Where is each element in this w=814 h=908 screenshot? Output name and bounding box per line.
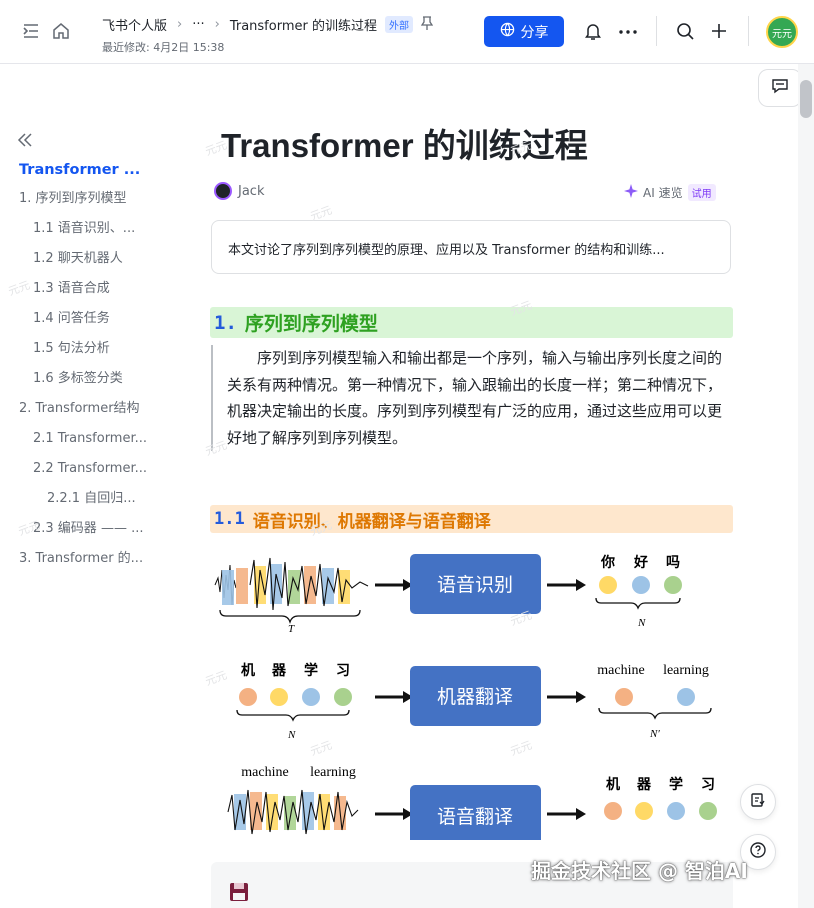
more-icon[interactable] [618,22,638,42]
heading-2-number: 1.1 [214,509,245,529]
heading-2-text: 语音识别、机器翻译与语音翻译 [252,511,491,531]
outline-item-1-1[interactable]: 1.1 语音识别、... [33,221,136,236]
watermark: 元元 [6,278,32,299]
ai-summary-button[interactable]: AI 速览 试用 [624,184,716,201]
share-label: 分享 [520,24,549,41]
input-word-1: machine [241,765,288,780]
box-machine-translation [410,666,541,726]
heading-1: 1. 序列到序列模型 [210,307,733,338]
divider [748,16,749,46]
divider [656,16,657,46]
share-button[interactable]: 分享 [484,16,564,47]
doc-info-button[interactable] [740,784,776,820]
ai-summary-label: AI 速览 [643,186,683,200]
outline-item-1-4[interactable]: 1.4 问答任务 [33,311,110,326]
output-char-r3-4: 习 [701,777,715,793]
outline-item-2-1[interactable]: 2.1 Transformer... [33,431,148,446]
input-char-1: 机 [241,662,255,679]
output-char-r3-3: 学 [669,776,683,793]
outline-toggle-icon[interactable] [22,23,40,39]
heading-1-number: 1. [214,311,237,334]
box-speech-recognition [410,554,541,614]
outline-item-1-6[interactable]: 1.6 多标签分类 [33,371,123,386]
input-word-2: learning [310,765,356,780]
help-button[interactable] [740,834,776,870]
outline-item-1-2[interactable]: 1.2 聊天机器人 [33,251,123,266]
waveform-1 [214,557,369,625]
heading-1-text: 序列到序列模型 [244,314,378,335]
outline-item-3[interactable]: 3. Transformer 的... [19,551,144,566]
box-label-3: 语音翻译 [437,806,513,828]
output-char-2: 好 [633,554,648,571]
symbol-N-prime: N′ [649,728,660,740]
outline-item-1[interactable]: 1. 序列到序列模型 [19,191,127,206]
ai-summary-box[interactable]: 本文讨论了序列到序列模型的原理、应用以及 Transformer 的结构和训练.… [211,220,731,274]
output-char-3: 吗 [666,555,680,571]
globe-icon [500,22,515,41]
input-char-3: 学 [304,662,318,679]
top-bar: 飞书个人版 › ··· › Transformer 的训练过程 外部 最近修改:… [0,0,814,64]
pin-icon[interactable] [420,15,434,34]
bell-icon[interactable] [584,22,602,41]
plus-icon[interactable] [710,22,728,40]
seq2seq-figure: T 语音识别 你 好 吗 N 机 器 学 习 N 机器翻译 machine le… [214,554,717,840]
arrow-icon [576,579,586,591]
input-char-2: 器 [271,663,287,679]
arrow-icon [403,691,413,703]
trial-badge: 试用 [687,184,716,201]
outline-item-2-2[interactable]: 2.2 Transformer... [33,461,148,476]
author-avatar [214,182,232,200]
symbol-N: N [637,617,646,629]
symbol-N-2: N [287,729,296,741]
arrow-icon [403,579,413,591]
outline-item-2[interactable]: 2. Transformer结构 [19,401,140,416]
output-char-r3-1: 机 [606,776,620,793]
code-block[interactable] [211,862,733,908]
arrow-icon [576,691,586,703]
collapse-outline-icon[interactable] [16,131,34,153]
save-icon[interactable] [229,882,249,906]
output-char-1: 你 [600,554,615,571]
external-badge: 外部 [384,16,413,33]
avatar[interactable]: 元元 [766,16,798,48]
output-word-1: machine [597,663,644,678]
home-icon[interactable] [52,22,70,40]
page-title: Transformer 的训练过程 [221,127,588,164]
comment-button[interactable] [758,69,802,107]
outline-item-1-3[interactable]: 1.3 语音合成 [33,281,110,296]
help-icon [750,842,766,862]
box-label-1: 语音识别 [437,574,513,596]
input-char-4: 习 [336,663,350,679]
outline-item-2-2-1[interactable]: 2.2.1 自回归... [47,491,136,506]
outline-item-title[interactable]: Transformer ... [19,162,141,178]
waveform-2 [227,789,359,835]
symbol-T: T [288,623,295,635]
output-char-r3-2: 器 [636,777,652,793]
arrow-icon [403,808,413,820]
breadcrumb-item-workspace[interactable]: 飞书个人版 [102,19,168,34]
chevron-right-icon: › [214,17,220,32]
output-word-2: learning [663,663,709,678]
box-speech-translation [410,785,541,840]
outline-item-2-3[interactable]: 2.3 编码器 —— ... [33,521,144,536]
author-name: Jack [238,183,265,199]
outline-item-1-5[interactable]: 1.5 句法分析 [33,341,110,356]
breadcrumb: 飞书个人版 › ··· › Transformer 的训练过程 外部 [102,15,434,34]
document-icon [750,792,766,812]
quote-paragraph: 序列到序列模型输入和输出都是一个序列，输入与输出序列长度之间的关系有两种情况。第… [211,345,733,451]
scrollbar-track[interactable] [798,64,814,908]
search-icon[interactable] [676,22,695,41]
breadcrumb-item-more[interactable]: ··· [192,17,205,32]
last-modified: 最近修改: 4月2日 15:38 [102,41,225,54]
comment-icon [771,78,789,98]
breadcrumb-item-doc[interactable]: Transformer 的训练过程 [229,19,377,34]
box-label-2: 机器翻译 [437,686,513,708]
chevron-right-icon: › [177,17,183,32]
scrollbar-thumb[interactable] [800,80,812,118]
heading-2: 1.1 语音识别、机器翻译与语音翻译 [210,505,733,533]
footer-watermark: 掘金技术社区 @ 智泊AI [531,859,748,883]
author[interactable]: Jack [214,182,264,200]
sparkle-icon [624,184,638,201]
arrow-icon [576,808,586,820]
